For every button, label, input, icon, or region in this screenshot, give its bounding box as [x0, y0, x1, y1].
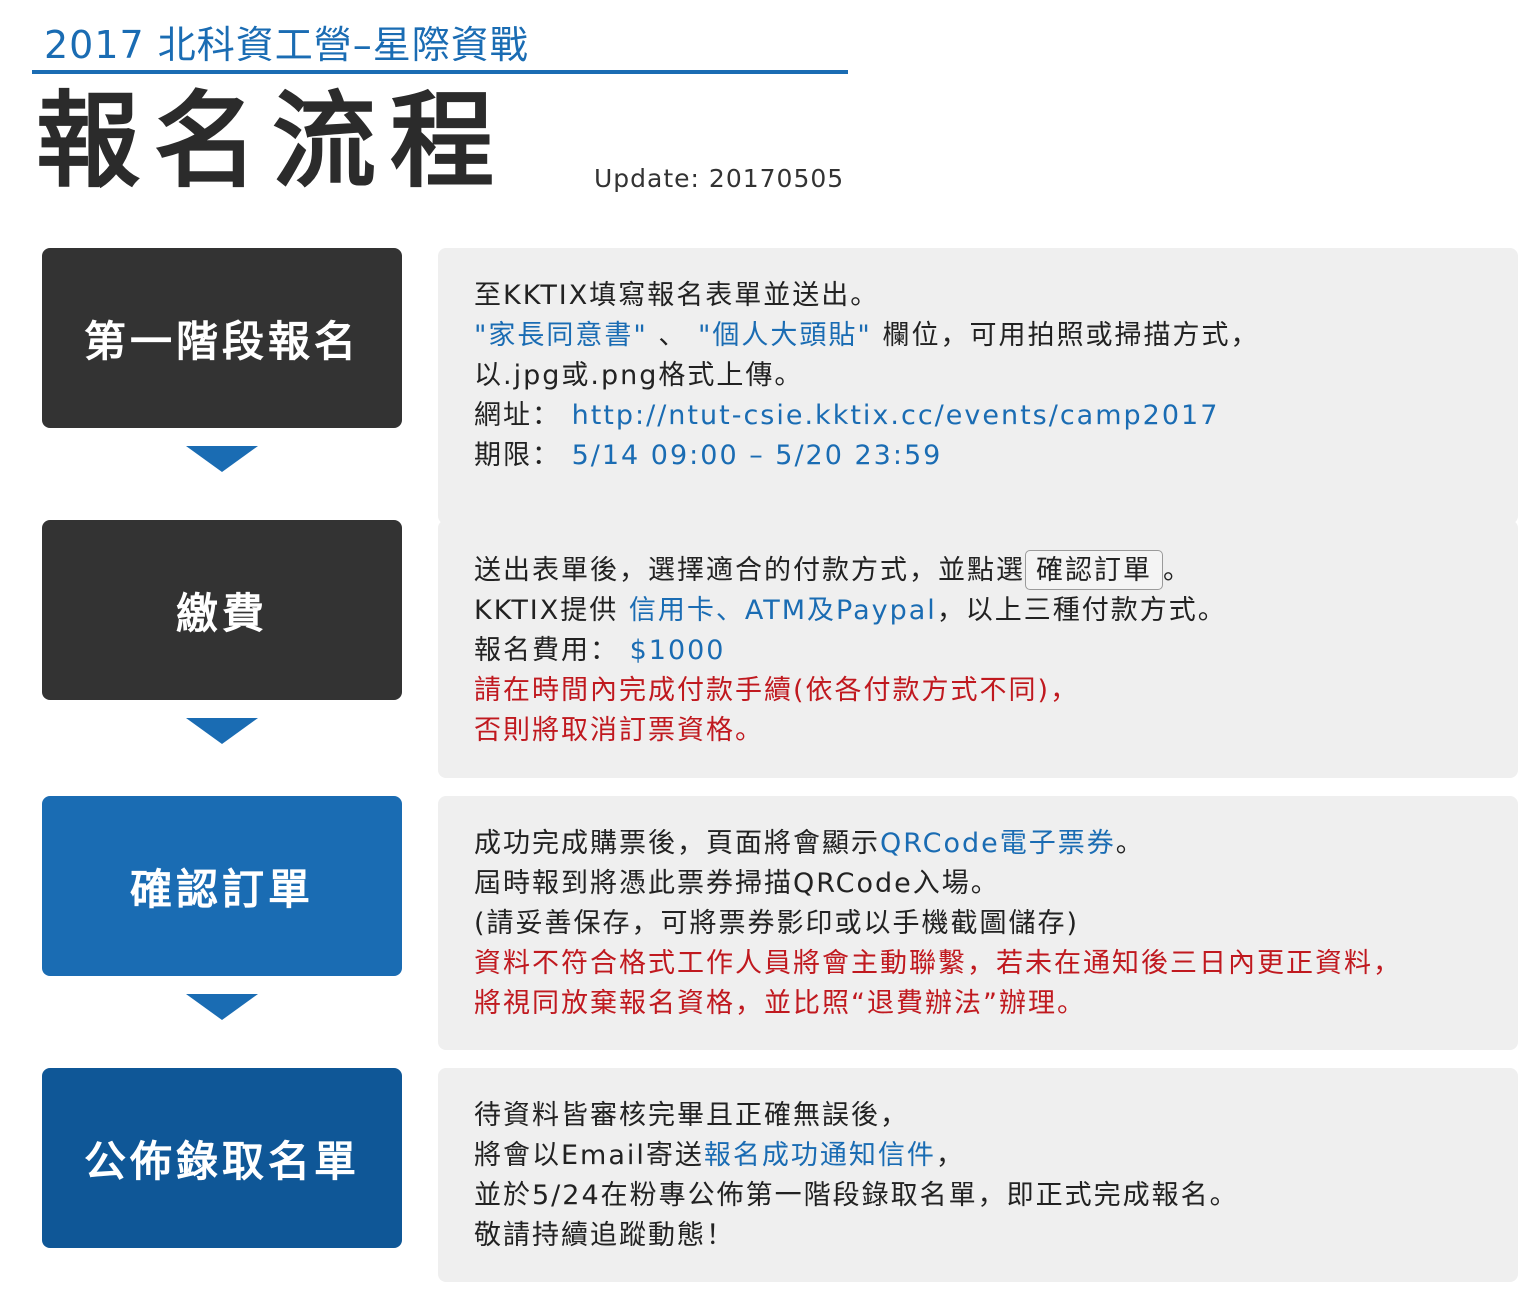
step-1-line-2: "家長同意書" 、 "個人大頭貼" 欄位，可用拍照或掃描方式， [474, 316, 1259, 356]
update-date: Update: 20170505 [594, 164, 845, 193]
step-4-panel [438, 1068, 1518, 1282]
step-2-label: 繳費 [175, 588, 268, 638]
url-label: 網址： [474, 400, 572, 431]
step-2-box: 繳費 [42, 520, 402, 700]
step-1-content: 至KKTIX填寫報名表單並送出。 "家長同意書" 、 "個人大頭貼" 欄位，可用… [474, 276, 1259, 476]
deadline-label: 期限： [474, 440, 572, 471]
success-notification-email: 報名成功通知信件 [703, 1140, 936, 1171]
step-2-line-2: KKTIX提供 信用卡、ATM及Paypal，以上三種付款方式。 [474, 591, 1227, 631]
step-1-label: 第一階段報名 [83, 316, 360, 366]
data-warning-2: 將視同放棄報名資格，並比照“退費辦法”辦理。 [474, 988, 1086, 1019]
parental-consent-field: "家長同意書" [474, 320, 659, 351]
payment-instruction: 送出表單後，選擇適合的付款方式，並點選 [474, 555, 1025, 586]
step-3-line-3: (請妥善保存，可將票券影印或以手機截圖儲存) [474, 908, 1080, 939]
payment-warning-1: 請在時間內完成付款手續(依各付款方式不同)， [474, 675, 1080, 706]
purchase-complete-text: 成功完成購票後，頁面將會顯示 [474, 828, 880, 859]
step-2-line-1: 送出表單後，選擇適合的付款方式，並點選確認訂單。 [474, 550, 1227, 591]
fee-label: 報名費用： [474, 635, 630, 666]
title-underline [32, 70, 848, 74]
comma: ， [935, 1140, 965, 1171]
step-3-panel [438, 796, 1518, 1050]
page-heading: 報名流程 [36, 80, 509, 202]
step-4-line-3: 並於5/24在粉專公佈第一階段錄取名單，即正式完成報名。 [474, 1180, 1239, 1211]
payment-methods-suffix: ，以上三種付款方式。 [936, 595, 1227, 626]
step-4-line-4: 敬請持續追蹤動態！ [474, 1220, 735, 1251]
step-2-panel [438, 520, 1518, 778]
step-1-line-1: 至KKTIX填寫報名表單並送出。 [474, 280, 880, 311]
period: 。 [1115, 828, 1145, 859]
email-notice: 將會以Email寄送 [474, 1140, 704, 1171]
event-title: 2017 北科資工營–星際資戰 [44, 23, 529, 67]
step-4-content: 待資料皆審核完畢且正確無誤後， 將會以Email寄送報名成功通知信件， 並於5/… [474, 1096, 1239, 1256]
deadline-value: 5/14 09:00 – 5/20 23:59 [571, 440, 943, 471]
step-2-content: 送出表單後，選擇適合的付款方式，並點選確認訂單。 KKTIX提供 信用卡、ATM… [474, 550, 1227, 751]
payment-warning-2: 否則將取消訂票資格。 [474, 715, 764, 746]
step-3-label: 確認訂單 [129, 864, 314, 914]
data-warning-1: 資料不符合格式工作人員將會主動聯繫，若未在通知後三日內更正資料， [474, 948, 1402, 979]
step-1-line-3: 以.jpg或.png格式上傳。 [474, 360, 804, 391]
step-4-box: 公佈錄取名單 [42, 1068, 402, 1248]
step-4-line-1: 待資料皆審核完畢且正確無誤後， [474, 1100, 909, 1131]
step-3-line-2: 屆時報到將憑此票券掃描QRCode入場。 [474, 868, 1000, 899]
step-4-line-2: 將會以Email寄送報名成功通知信件， [474, 1136, 1239, 1176]
down-arrow-icon [186, 994, 258, 1020]
step-2-line-3: 報名費用： $1000 [474, 631, 1227, 671]
upload-instruction: 欄位，可用拍照或掃描方式， [871, 320, 1260, 351]
down-arrow-icon [186, 446, 258, 472]
step-1-panel [438, 248, 1518, 524]
step-3-line-1: 成功完成購票後，頁面將會顯示QRCode電子票券。 [474, 824, 1402, 864]
portrait-photo-field: "個人大頭貼" [698, 320, 872, 351]
separator: 、 [658, 320, 699, 351]
registration-url-link[interactable]: http://ntut-csie.kktix.cc/events/camp201… [571, 400, 1220, 431]
qrcode-ticket: QRCode電子票券 [880, 828, 1116, 859]
kktix-provides: KKTIX提供 [474, 595, 629, 626]
period: 。 [1163, 555, 1192, 586]
payment-methods: 信用卡、ATM及Paypal [628, 595, 937, 626]
step-4-label: 公佈錄取名單 [83, 1136, 360, 1186]
confirm-order-button[interactable]: 確認訂單 [1025, 550, 1163, 590]
step-3-content: 成功完成購票後，頁面將會顯示QRCode電子票券。 屆時報到將憑此票券掃描QRC… [474, 824, 1402, 1024]
step-1-line-5: 期限： 5/14 09:00 – 5/20 23:59 [474, 436, 1259, 476]
step-1-line-4: 網址： http://ntut-csie.kktix.cc/events/cam… [474, 396, 1259, 436]
down-arrow-icon [186, 718, 258, 744]
step-3-box: 確認訂單 [42, 796, 402, 976]
fee-value: $1000 [629, 635, 726, 666]
step-1-box: 第一階段報名 [42, 248, 402, 428]
